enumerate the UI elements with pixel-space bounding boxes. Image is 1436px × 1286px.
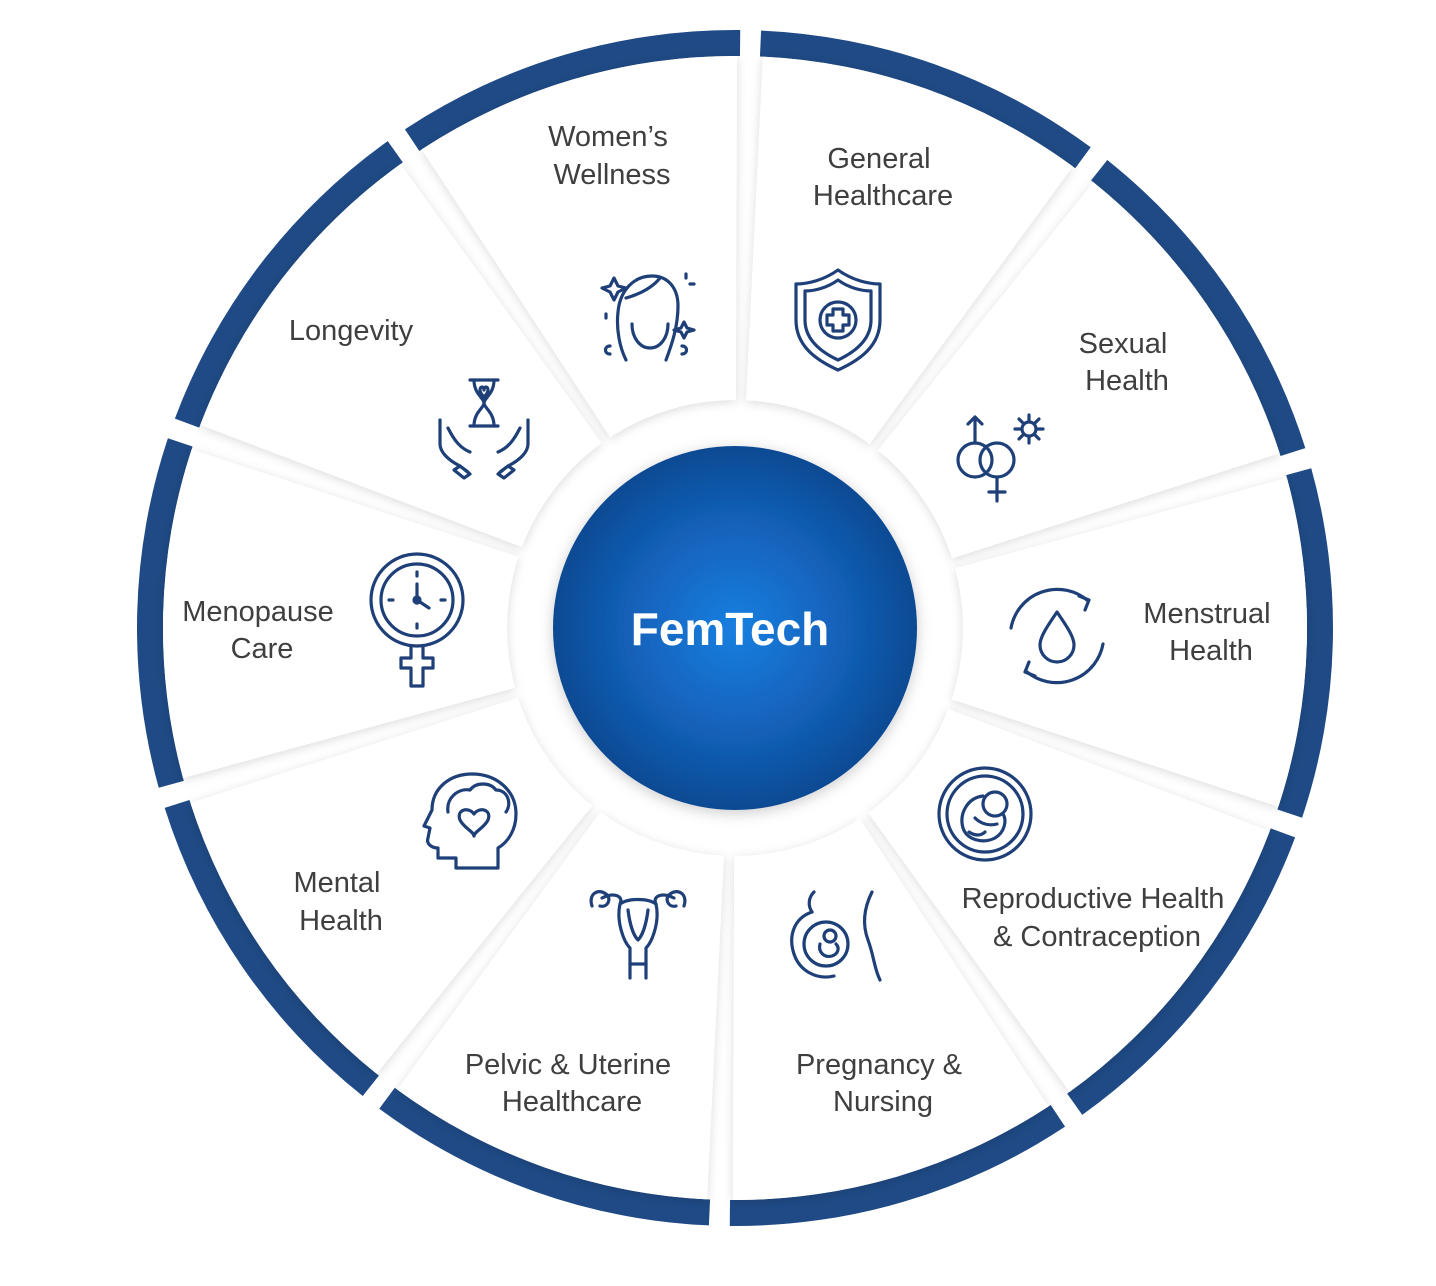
label-womens-wellness: Women’s Wellness <box>548 121 676 191</box>
label-pregnancy-nursing: Pregnancy & Nursing <box>796 1049 970 1118</box>
center-label: FemTech <box>631 603 830 655</box>
segment-mental-health <box>190 697 593 1074</box>
center-circle <box>553 446 917 810</box>
hourglass-hands-icon <box>438 378 530 480</box>
ring-arc-pelvic-uterine <box>379 1087 711 1226</box>
fetus-icon <box>937 766 1033 862</box>
pregnant-belly-icon <box>790 890 882 982</box>
label-menstrual-health: Menstrual Health <box>1143 598 1278 667</box>
segment-labels: General Healthcare Sexual Health Menstru… <box>182 121 1278 1118</box>
label-mental-health: Mental Health <box>293 867 388 937</box>
segment-general-healthcare <box>746 56 1073 445</box>
segment-menstrual-health <box>951 478 1307 807</box>
segments <box>163 56 1307 1200</box>
clock-female-icon <box>369 552 465 688</box>
ring-arc-menopause-care <box>137 438 193 788</box>
ring-arc-longevity <box>174 141 403 428</box>
segment-womens-wellness <box>421 56 737 438</box>
center-hub <box>553 446 917 810</box>
shield-cross-icon <box>794 268 882 372</box>
label-menopause-care: Menopause Care <box>182 596 342 665</box>
segment-pregnancy-nursing <box>733 818 1049 1200</box>
label-general-healthcare: General Healthcare <box>813 143 953 212</box>
ring-arc-sexual-health <box>1091 160 1306 456</box>
woman-face-icon <box>600 272 696 362</box>
brain-heart-icon <box>422 772 518 870</box>
gender-symbols-icon <box>956 413 1045 503</box>
uterus-icon <box>589 890 687 980</box>
label-longevity: Longevity <box>289 315 414 347</box>
segment-pelvic-uterine <box>397 811 724 1200</box>
ring-arc-mental-health <box>164 800 379 1096</box>
segment-menopause-care <box>163 449 519 778</box>
ring-arc-menstrual-health <box>1277 468 1333 818</box>
outer-ring <box>137 29 1333 1226</box>
ring-arc-reproductive-health <box>1067 828 1296 1115</box>
cycle-drop-icon <box>1009 587 1105 685</box>
label-sexual-health: Sexual Health <box>1079 328 1176 397</box>
ring-arc-womens-wellness <box>404 29 741 152</box>
ring-arc-pregnancy-nursing <box>729 1104 1066 1226</box>
segment-sexual-health <box>877 182 1280 559</box>
ring-arc-general-healthcare <box>759 30 1091 169</box>
label-pelvic-uterine: Pelvic & Uterine Healthcare <box>465 1049 679 1118</box>
label-reproductive-health: Reproductive Health & Contraception <box>962 883 1233 953</box>
